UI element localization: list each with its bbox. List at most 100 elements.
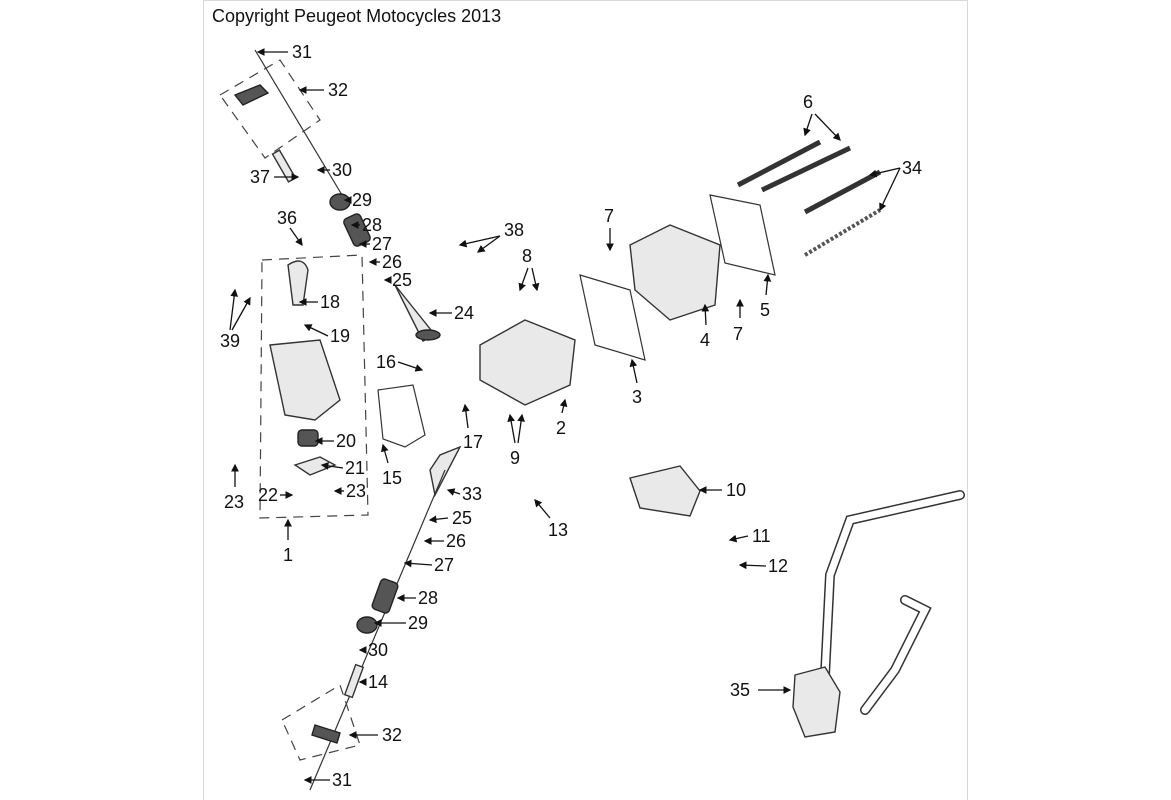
callout-label: 24 <box>454 303 474 323</box>
rocker-arm-group-upper <box>219 59 321 159</box>
callout-label: 12 <box>768 556 788 576</box>
leader-line <box>428 515 449 524</box>
leader-line <box>701 303 710 326</box>
callout-label: 10 <box>726 480 746 500</box>
callout-label: 18 <box>320 292 340 312</box>
leader-line <box>303 324 329 337</box>
callout-label: 21 <box>345 458 365 478</box>
callout-label: 8 <box>522 246 532 266</box>
rocker-arm-group-lower <box>281 684 361 761</box>
callout-label: 23 <box>346 481 366 501</box>
leader-line <box>380 443 389 464</box>
cylinder-head-cover <box>269 339 341 421</box>
leader-line <box>476 235 501 253</box>
stud-6b <box>760 145 852 193</box>
callout-label: 28 <box>418 588 438 608</box>
callout-label: 32 <box>382 725 402 745</box>
callout-label: 7 <box>733 324 743 344</box>
leader-line <box>868 167 901 178</box>
leader-line <box>461 403 470 429</box>
callout-label: 23 <box>224 492 244 512</box>
callout-label: 30 <box>368 640 388 660</box>
leader-line <box>728 534 749 543</box>
callout-label: 5 <box>760 300 770 320</box>
leader-line <box>518 267 529 292</box>
callout-label: 3 <box>632 387 642 407</box>
callout-label: 13 <box>548 520 568 540</box>
leader-line <box>320 462 344 470</box>
rocker-shaft-lower <box>343 663 365 699</box>
copyright-text: Copyright Peugeot Motocycles 2013 <box>212 6 502 26</box>
base-gasket <box>709 194 776 276</box>
pipe <box>820 490 965 680</box>
stud-34b <box>803 208 882 257</box>
callout-label: 31 <box>292 42 312 62</box>
head-gasket <box>579 274 646 361</box>
leader-line <box>289 227 303 247</box>
air-valve <box>792 666 841 738</box>
leader-line <box>229 288 239 331</box>
callout-label: 36 <box>277 208 297 228</box>
callout-label: 17 <box>463 432 483 452</box>
spring-retainer-lower <box>356 616 378 634</box>
leader-line <box>629 358 638 384</box>
callout-label: 9 <box>510 448 520 468</box>
rocker-arm-lower <box>311 724 341 744</box>
callout-label: 33 <box>462 484 482 504</box>
valve-head-upper <box>415 329 441 341</box>
leader-line <box>559 398 568 414</box>
diagram-frame <box>203 0 968 800</box>
gasket-15 <box>377 384 426 448</box>
callout-label: 27 <box>434 555 454 575</box>
parts-drawing <box>219 49 965 791</box>
callout-label: 15 <box>382 468 402 488</box>
callout-label: 6 <box>803 92 813 112</box>
rocker-arm-upper <box>233 84 270 106</box>
leader-line <box>879 167 901 212</box>
callout-label: 26 <box>382 252 402 272</box>
leader-line <box>763 273 772 296</box>
cylinder <box>629 224 721 321</box>
stud-34a <box>803 169 882 215</box>
callout-label: 11 <box>752 526 771 546</box>
breather-bracket <box>287 260 309 306</box>
callout-label: 32 <box>328 80 348 100</box>
spring-retainer-upper <box>329 193 351 211</box>
callout-label: 26 <box>446 531 466 551</box>
camshaft <box>629 465 701 517</box>
callout-label: 34 <box>902 158 922 178</box>
cap-20 <box>297 429 319 447</box>
leader-line <box>814 113 841 141</box>
leader-line <box>403 559 433 568</box>
callout-label: 25 <box>392 270 412 290</box>
callout-label: 29 <box>408 613 428 633</box>
leader-line <box>803 113 813 137</box>
leader-line <box>507 413 516 444</box>
callout-label: 27 <box>372 234 392 254</box>
callout-label: 1 <box>283 545 293 565</box>
callout-label: 29 <box>352 190 372 210</box>
axis-line-upper <box>254 49 346 201</box>
callout-label: 16 <box>376 352 396 372</box>
plate-21 <box>293 456 337 476</box>
cylinder-head <box>479 319 576 406</box>
callout-label: 19 <box>330 326 350 346</box>
callout-label: 39 <box>220 331 240 351</box>
valve-spring-lower <box>371 578 399 614</box>
callout-label: 7 <box>604 206 614 226</box>
callout-label: 30 <box>332 160 352 180</box>
leader-line <box>231 296 251 331</box>
leader-line <box>397 361 424 372</box>
callout-label: 2 <box>556 418 566 438</box>
leader-line <box>517 413 525 444</box>
callout-label: 22 <box>258 485 278 505</box>
callout-label: 31 <box>332 770 352 790</box>
callout-label: 20 <box>336 431 356 451</box>
callout-label: 38 <box>504 220 524 240</box>
leader-line <box>458 235 501 248</box>
callout-label: 37 <box>250 167 270 187</box>
leader-line <box>534 499 551 519</box>
stud-6a <box>736 139 822 188</box>
cover-group-outline <box>259 254 369 519</box>
